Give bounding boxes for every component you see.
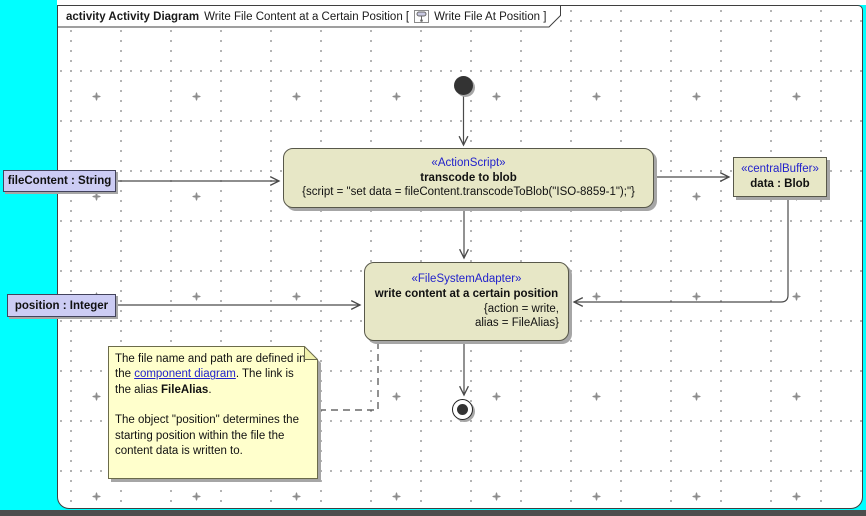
component-diagram-link[interactable]: component diagram xyxy=(134,368,236,381)
note-bold-text: FileAlias xyxy=(161,383,209,396)
note-fold-corner-icon xyxy=(304,346,318,360)
buffer-name: data : Blob xyxy=(750,178,810,190)
note-text: The file name and path are defined in th… xyxy=(109,347,317,459)
action-name: write content at a certain position xyxy=(374,287,559,300)
action-name: transcode to blob xyxy=(420,171,517,184)
note-text-segment: . The link is the alias xyxy=(115,368,294,396)
note-text-segment: The file name and path are defined in th… xyxy=(115,353,306,381)
note-text-segment: . xyxy=(208,383,212,396)
central-buffer-data-blob[interactable]: «centralBuffer» data : Blob xyxy=(733,157,827,197)
diagram-title: Write File Content at a Certain Position… xyxy=(204,10,410,23)
activity-diagram-icon xyxy=(414,10,430,23)
initial-node[interactable] xyxy=(454,76,473,95)
frame-kind-label: activity Activity Diagram xyxy=(66,10,200,23)
object-node-filecontent[interactable]: fileContent : String xyxy=(3,170,116,192)
object-node-position[interactable]: position : Integer xyxy=(7,294,116,317)
action-transcode-to-blob[interactable]: «ActionScript» transcode to blob {script… xyxy=(283,148,654,208)
stereotype-label: «ActionScript» xyxy=(431,156,506,169)
action-tag-line: alias = FileAlias} xyxy=(474,317,559,330)
action-script-tag: {script = "set data = fileContent.transc… xyxy=(302,186,635,199)
stereotype-label: «centralBuffer» xyxy=(741,163,819,176)
frame-top-gap xyxy=(57,0,866,5)
diagram-context-ref: Write File At Position ] xyxy=(434,10,547,23)
object-label: position : Integer xyxy=(14,299,109,312)
action-write-content[interactable]: «FileSystemAdapter» write content at a c… xyxy=(364,262,569,341)
final-node-dot xyxy=(457,404,468,415)
note-body: The file name and path are defined in th… xyxy=(108,346,318,479)
action-tag-line: {action = write, xyxy=(483,302,559,315)
activity-final-node[interactable] xyxy=(452,399,473,420)
comment-note[interactable]: The file name and path are defined in th… xyxy=(108,346,318,479)
window-bottom-edge xyxy=(0,510,866,516)
frame-tab[interactable]: activity Activity Diagram Write File Con… xyxy=(58,6,560,27)
object-label: fileContent : String xyxy=(7,175,112,187)
stereotype-label: «FileSystemAdapter» xyxy=(411,272,522,285)
note-paragraph-2: The object "position" determines the sta… xyxy=(115,414,299,458)
